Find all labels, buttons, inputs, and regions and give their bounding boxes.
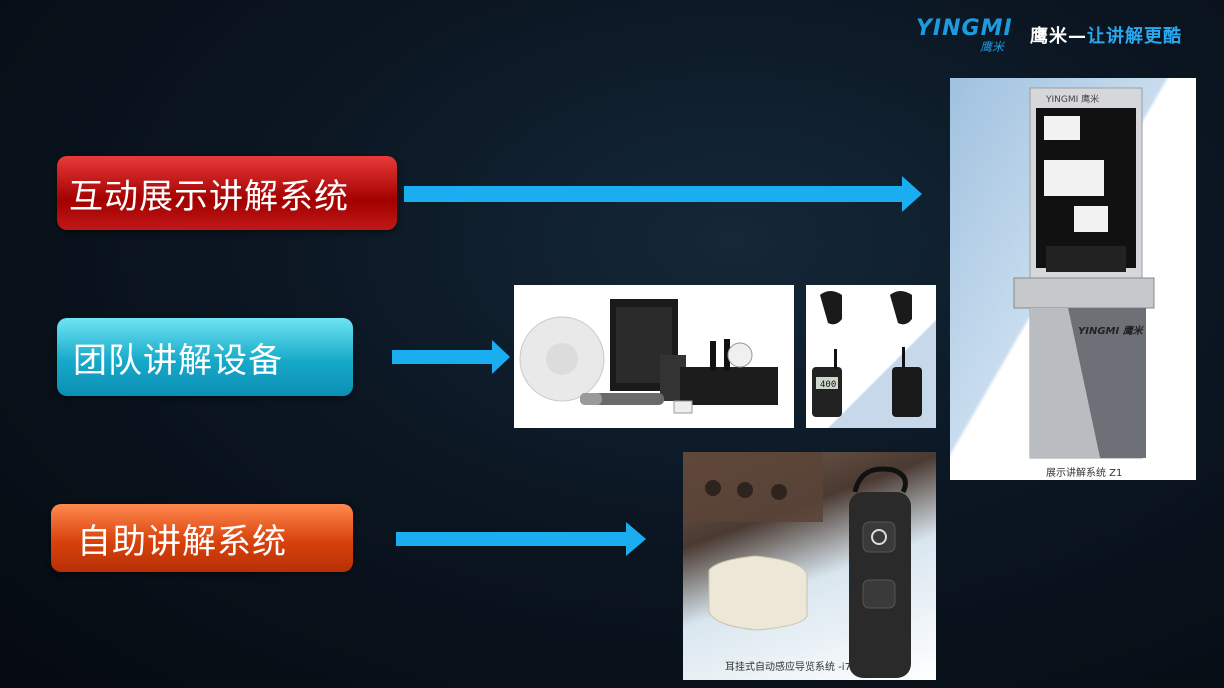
label-group-equipment: 团队讲解设备 [57, 318, 353, 396]
brand-name-en: YINGMI [916, 16, 1013, 41]
brand-slogan: 鹰米—让讲解更酷 [1030, 22, 1182, 48]
receiver-display-text: 400 [820, 380, 836, 390]
brand-name-cn: 鹰米 [980, 40, 1005, 54]
group-equipment-illustration [519, 299, 778, 414]
self-guided-caption: 耳挂式自动感应导览系统 -i7 [725, 662, 851, 673]
arrow-interactive [404, 176, 922, 212]
arrow-self-guided [396, 522, 646, 556]
self-guided-illustration [683, 452, 911, 678]
kiosk-product-image: YINGMI 鹰米 YINGMI 鹰米 展示讲解系统 Z1 [950, 78, 1196, 480]
group-equipment-image [514, 285, 794, 428]
label-interactive-system: 互动展示讲解系统 [57, 156, 397, 230]
kiosk-caption: 展示讲解系统 Z1 [1046, 468, 1123, 479]
kiosk-brand-side: YINGMI 鹰米 [1078, 326, 1143, 337]
guide-receiver-illustration: 400 [812, 291, 922, 417]
arrow-group [392, 340, 510, 374]
kiosk-illustration [1013, 87, 1155, 459]
guide-receiver-image: 400 [806, 285, 936, 428]
brand-logo: YINGMI 鹰米 鹰米—让讲解更酷 [916, 14, 1216, 58]
label-self-guided-system: 自助讲解系统 [51, 504, 353, 572]
slogan-accent: 让讲解更酷 [1087, 26, 1182, 47]
self-guided-product-image: 耳挂式自动感应导览系统 -i7 [683, 452, 936, 680]
kiosk-brand-top: YINGMI 鹰米 [1046, 95, 1100, 105]
slogan-main: 鹰米— [1030, 26, 1087, 47]
